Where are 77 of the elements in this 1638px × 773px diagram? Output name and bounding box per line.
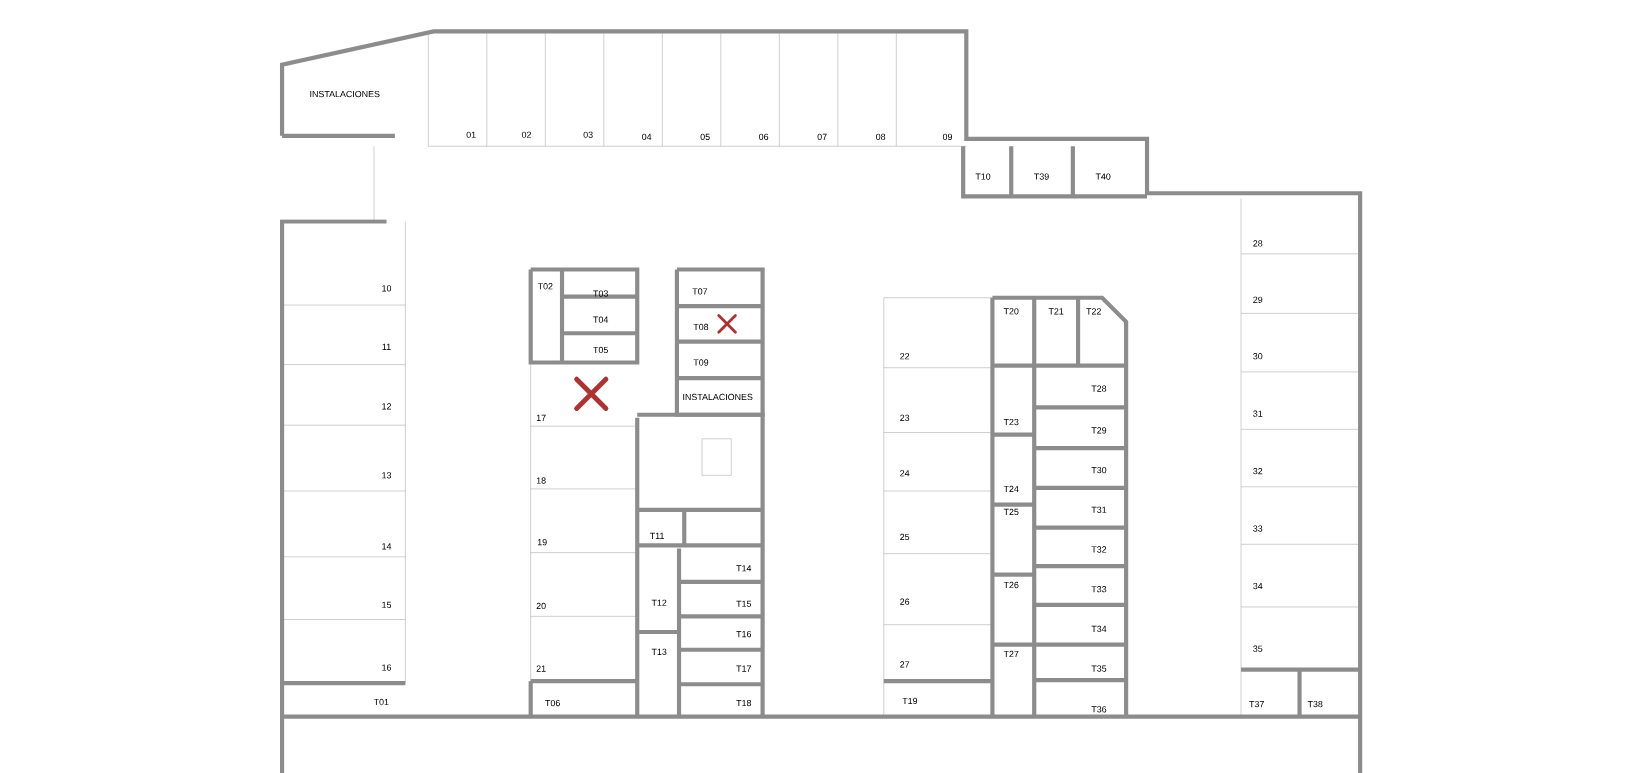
room-label: 29: [1253, 296, 1263, 303]
room-label: T22: [1086, 308, 1101, 315]
room-label: T11: [649, 532, 664, 539]
room-label: 25: [900, 533, 910, 541]
room-label: 02: [521, 131, 531, 138]
room-label: T19: [902, 697, 918, 705]
room-label: 32: [1253, 468, 1263, 475]
room-label: T24: [1003, 485, 1019, 492]
room-label: T13: [651, 648, 667, 655]
room-label: 11: [382, 343, 391, 350]
room-label: 26: [900, 598, 910, 605]
room-label: 12: [382, 403, 391, 410]
room-label: T29: [1091, 427, 1107, 434]
room-label: 21: [536, 665, 546, 672]
room-label: T40: [1095, 173, 1111, 180]
room-label: T23: [1003, 418, 1019, 426]
room-label: 15: [382, 601, 392, 608]
room-label: T35: [1091, 665, 1107, 672]
room-label: 22: [900, 353, 910, 360]
room-label: 16: [382, 664, 392, 671]
room-label: T06: [545, 699, 560, 707]
room-label: T26: [1003, 581, 1019, 589]
room-label: 05: [700, 133, 710, 140]
room-label: T15: [736, 600, 752, 607]
room-label: T04: [593, 316, 609, 323]
room-label: T31: [1091, 506, 1107, 513]
room-label: 23: [900, 414, 910, 421]
room-label: T14: [736, 565, 752, 572]
room-label: T21: [1048, 308, 1064, 315]
room-label: 03: [583, 131, 593, 138]
room-label: T05: [593, 346, 608, 354]
room-label: T18: [736, 699, 752, 707]
room-label: 30: [1253, 353, 1263, 360]
room-label: 24: [900, 470, 910, 477]
room-label: T08: [693, 323, 709, 331]
room-label: T30: [1091, 466, 1107, 474]
room-label: 28: [1253, 240, 1263, 247]
room-label: T37: [1249, 700, 1264, 708]
room-label: 04: [642, 133, 652, 140]
room-label: T10: [975, 173, 991, 180]
room-label: 07: [817, 133, 827, 140]
room-label: T09: [693, 359, 709, 366]
room-label: T39: [1034, 173, 1049, 180]
room-label: 33: [1253, 525, 1263, 532]
room-label: T36: [1091, 706, 1107, 713]
room-label: T07: [692, 288, 708, 295]
room-label: INSTALACIONES: [310, 90, 380, 98]
room-label: 09: [942, 133, 952, 140]
room-label: 18: [536, 477, 546, 484]
room-label: INSTALACIONES: [683, 393, 753, 401]
room-label: 01: [466, 131, 476, 138]
room-label: T33: [1091, 586, 1107, 593]
room-label: 14: [382, 543, 392, 550]
room-label: 06: [759, 133, 769, 140]
room-label: T17: [736, 665, 751, 672]
room-label: T28: [1091, 385, 1107, 392]
room-label: 20: [536, 602, 546, 609]
room-label: T02: [537, 283, 553, 290]
room-label: T03: [593, 290, 608, 297]
room-label: T01: [373, 698, 389, 706]
room-label: 34: [1253, 582, 1263, 590]
room-label: 17: [536, 414, 546, 421]
room-label: 31: [1253, 410, 1263, 417]
room-label: T27: [1003, 650, 1019, 658]
room-label: 10: [382, 285, 392, 292]
room-label: T32: [1091, 546, 1107, 553]
room-label: T20: [1003, 308, 1019, 315]
room-label: 35: [1253, 645, 1263, 652]
room-label: 08: [876, 133, 886, 140]
room-label: 19: [537, 539, 547, 546]
room-label: T12: [651, 599, 667, 606]
room-label: 27: [900, 661, 910, 668]
room-label: T34: [1091, 625, 1107, 632]
room-label: 13: [382, 472, 392, 479]
room-label: T16: [736, 630, 752, 638]
room-label: T38: [1307, 700, 1323, 708]
room-label: T25: [1003, 508, 1019, 515]
